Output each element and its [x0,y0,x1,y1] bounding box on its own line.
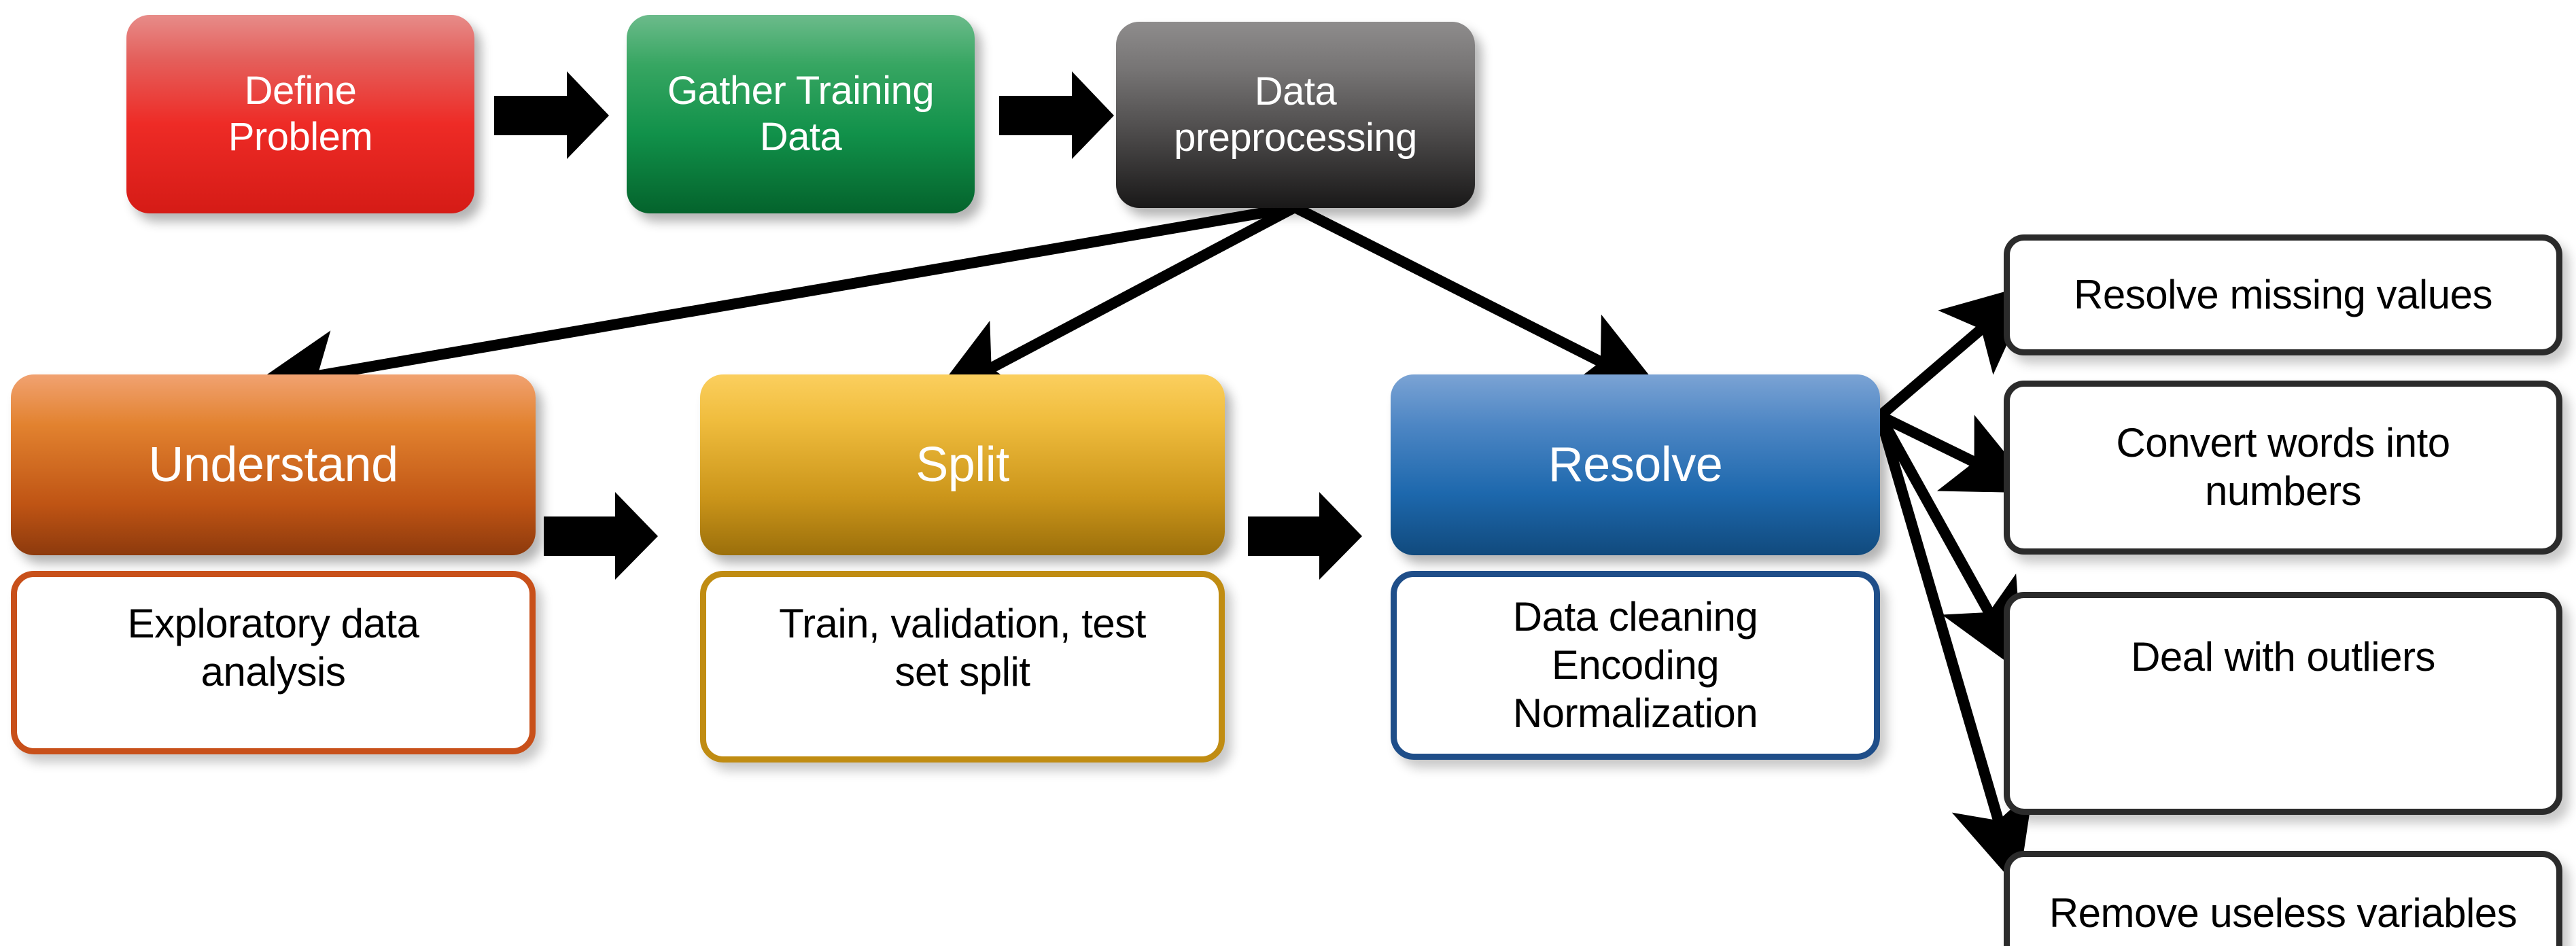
node-resolve-detail-label: Data cleaning Encoding Normalization [1512,594,1758,736]
node-define-problem[interactable]: Define Problem [126,15,474,213]
node-deal-with-outliers-label: Deal with outliers [2131,634,2435,680]
node-resolve-header[interactable]: Resolve [1391,374,1880,555]
node-resolve-detail[interactable]: Data cleaning Encoding Normalization [1391,571,1880,760]
node-split-header-label: Split [916,437,1009,492]
node-split-detail-label: Train, validation, test set split [779,601,1146,695]
node-define-problem-label: Define Problem [228,68,373,159]
node-remove-useless-variables-label: Remove useless variables [2049,890,2518,936]
node-understand-detail[interactable]: Exploratory data analysis [11,571,536,754]
connector-split-to-resolve [1248,492,1362,580]
node-resolve-header-label: Resolve [1548,437,1723,492]
node-convert-words-into-numbers[interactable]: Convert words into numbers [2004,381,2562,555]
connector-understand-to-split [544,492,658,580]
connector-gather-to-preprocessing [999,71,1114,159]
node-understand-header-label: Understand [148,437,398,492]
connector-resolve-to-outliers [1875,413,2023,674]
connector-resolve-to-remove-useless [1875,414,2034,889]
node-split-header[interactable]: Split [700,374,1225,555]
node-convert-words-into-numbers-label: Convert words into numbers [2116,420,2450,514]
node-resolve-missing-values[interactable]: Resolve missing values [2004,234,2562,355]
connector-resolve-to-missing-values [1876,283,2035,421]
node-gather-training-data-label: Gather Training Data [667,68,935,159]
node-data-preprocessing-label: Data preprocessing [1174,69,1417,160]
node-understand-detail-label: Exploratory data analysis [127,601,419,695]
connector-define-to-gather [494,71,609,159]
node-gather-training-data[interactable]: Gather Training Data [627,15,975,213]
node-split-detail[interactable]: Train, validation, test set split [700,571,1225,763]
node-remove-useless-variables[interactable]: Remove useless variables [2004,851,2562,946]
connector-resolve-to-convert-words [1877,410,2038,493]
node-resolve-missing-values-label: Resolve missing values [2074,271,2492,317]
node-understand-header[interactable]: Understand [11,374,536,555]
connector-preprocessing-to-split [928,202,1298,401]
node-data-preprocessing[interactable]: Data preprocessing [1116,22,1475,208]
node-deal-with-outliers[interactable]: Deal with outliers [2004,592,2562,815]
connector-preprocessing-to-understand [247,202,1296,415]
connector-preprocessing-to-resolve [1292,202,1664,394]
